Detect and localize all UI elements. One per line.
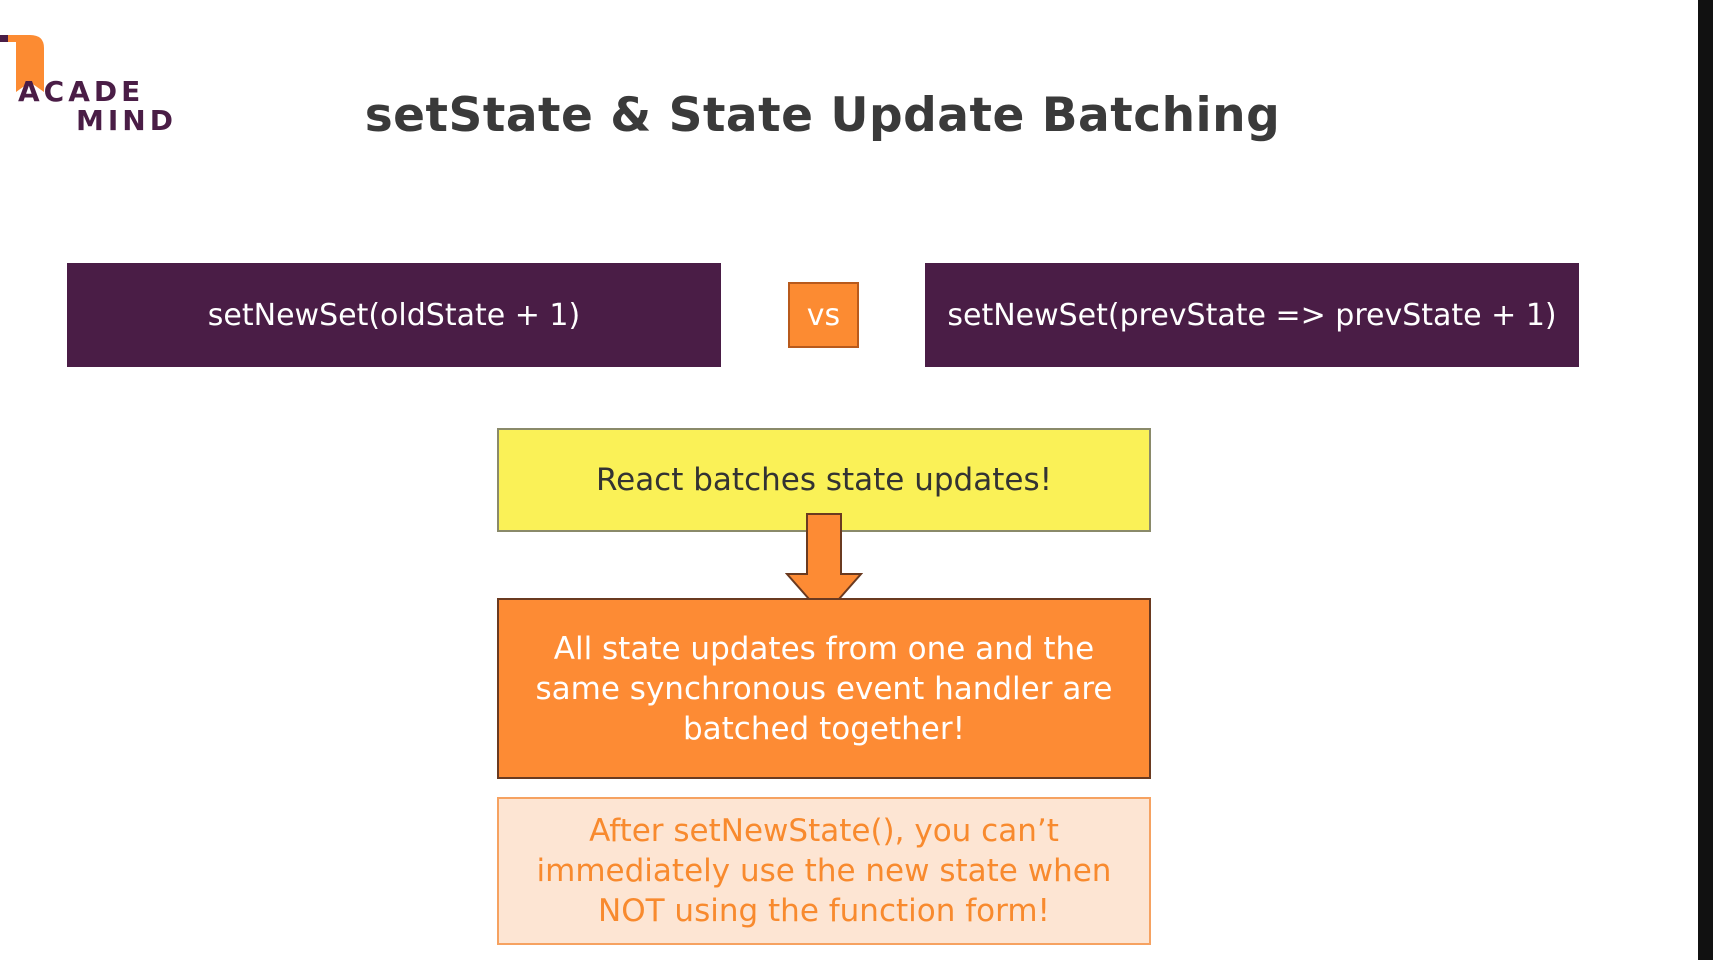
logo-text-line2: MIND — [76, 104, 177, 137]
same-handler-box: All state updates from one and the same … — [497, 598, 1151, 779]
same-handler-label: All state updates from one and the same … — [535, 630, 1113, 747]
prev-state-box: setNewSet(prevState => prevState + 1) — [925, 263, 1579, 367]
vs-label: vs — [806, 297, 841, 333]
vs-badge: vs — [788, 282, 859, 348]
batching-label: React batches state updates! — [595, 462, 1053, 498]
batching-box: React batches state updates! — [497, 428, 1151, 532]
logo-mark-icon — [0, 35, 44, 92]
old-state-box: setNewSet(oldState + 1) — [67, 263, 721, 367]
screen-edge — [1698, 0, 1713, 960]
function-form-note-box: After setNewState(), you can’t immediate… — [497, 797, 1151, 945]
slide-title: setState & State Update Batching — [364, 88, 1281, 143]
down-arrow-icon — [785, 513, 863, 618]
academind-logo: ACADE MIND — [0, 30, 200, 140]
logo-text-line1: ACADE — [18, 75, 145, 108]
function-form-note-label: After setNewState(), you can’t immediate… — [536, 813, 1112, 929]
prev-state-label: setNewSet(prevState => prevState + 1) — [947, 297, 1557, 333]
old-state-label: setNewSet(oldState + 1) — [207, 297, 581, 333]
